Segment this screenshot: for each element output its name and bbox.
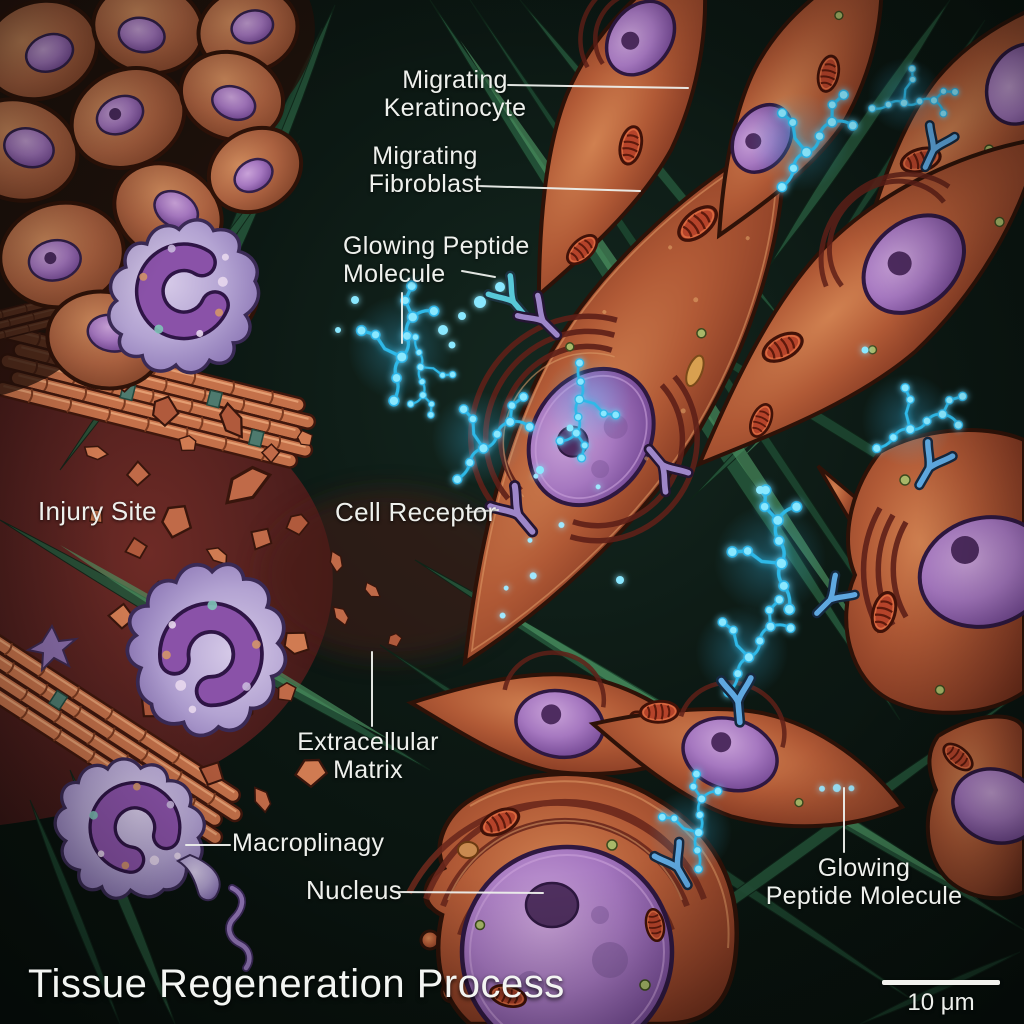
leader-keratinocyte	[507, 84, 689, 89]
leader-nucleus	[394, 891, 544, 894]
leader-peptide-top	[461, 270, 496, 278]
label-injury-site: Injury Site	[38, 496, 157, 526]
label-glowing-peptide-molecule-bottom: Glowing Peptide Molecule	[765, 854, 963, 911]
label-cell-receptor: Cell Receptor	[335, 497, 497, 527]
label-macrophage: Macroplinagy	[232, 829, 385, 857]
label-nucleus: Nucleus	[306, 875, 403, 905]
scale-bar-line	[882, 980, 1000, 985]
leader-fibroblast	[477, 185, 641, 192]
scale-bar: 10 μm	[882, 980, 1000, 1017]
label-glowing-peptide-molecule-top: Glowing Peptide Molecule	[343, 232, 530, 289]
label-extracellular-matrix: Extracellular Matrix	[297, 728, 439, 785]
label-migrating-keratinocyte: Migrating Keratinocyte	[383, 66, 527, 123]
figure-title: Tissue Regeneration Process	[28, 962, 565, 1006]
leader-cell-receptor	[469, 509, 499, 513]
scale-bar-label: 10 μm	[907, 989, 975, 1016]
leader-lines	[185, 84, 845, 894]
label-migrating-fibroblast: Migrating Fibroblast	[368, 142, 482, 199]
